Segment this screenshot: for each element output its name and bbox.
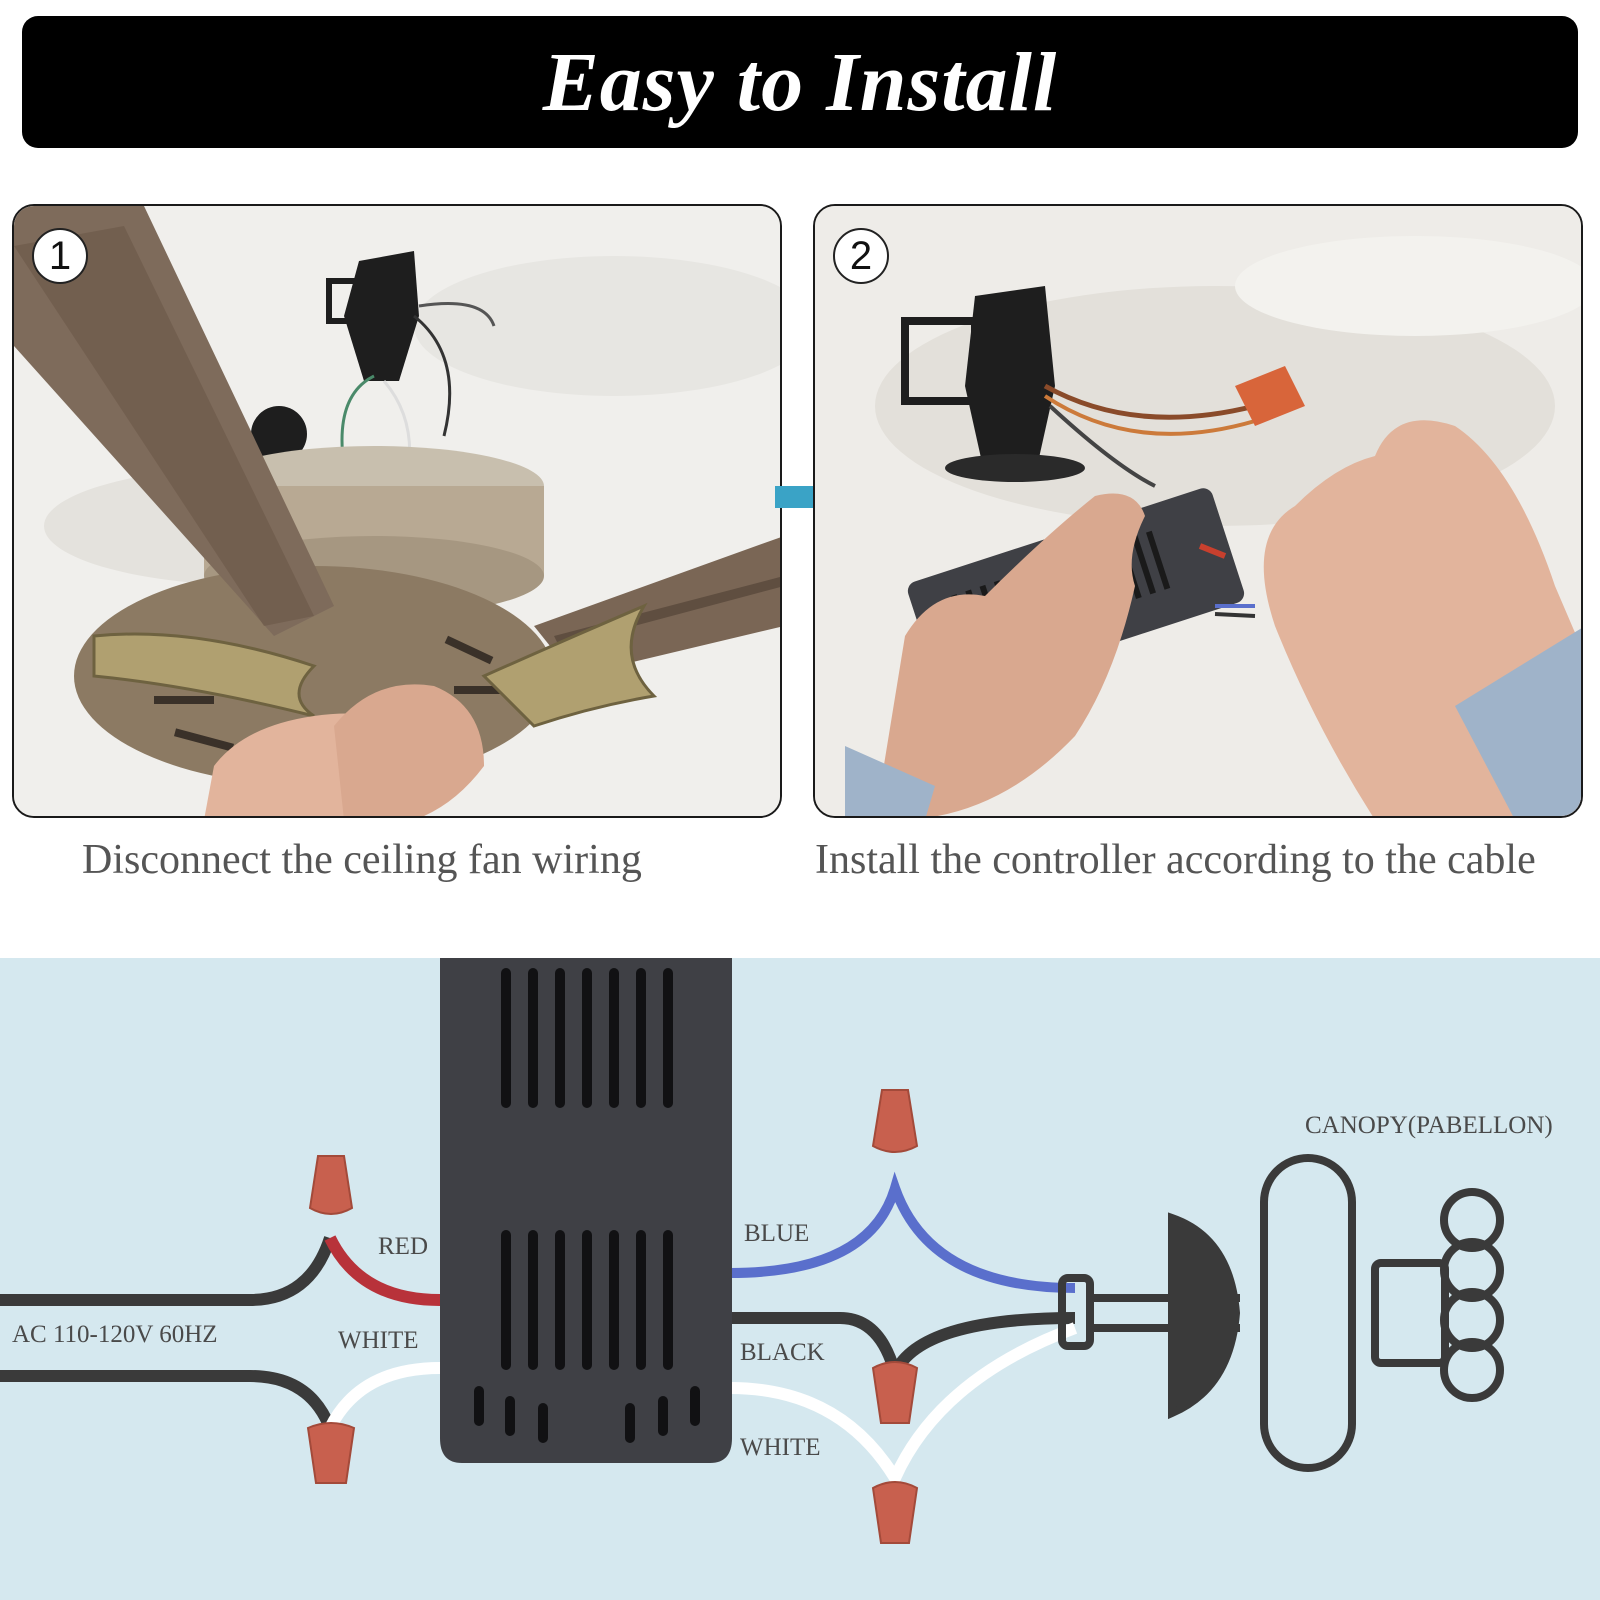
label-white-right: WHITE xyxy=(740,1434,821,1461)
controller-installation-illustration xyxy=(815,206,1581,816)
step-2-caption: Install the controller according to the … xyxy=(815,837,1536,883)
label-blue: BLUE xyxy=(744,1220,809,1247)
wire-nut-red xyxy=(308,1155,354,1215)
label-black: BLACK xyxy=(740,1339,825,1366)
wire-nut-white-right xyxy=(871,1481,919,1544)
wire-nuts xyxy=(306,1089,919,1544)
title-banner: Easy to Install xyxy=(22,16,1578,148)
input-neutral-wire xyxy=(0,1370,336,1431)
ceiling-fan-illustration xyxy=(14,206,780,816)
red-wire xyxy=(324,1235,441,1306)
blue-wire xyxy=(729,1171,1076,1293)
wire-nut-black xyxy=(871,1361,919,1424)
step-2-photo: 2 xyxy=(813,204,1583,818)
step-1-photo: 1 xyxy=(12,204,782,818)
wiring-diagram-svg: RED WHITE AC 110-120V 60HZ BLUE BLACK WH… xyxy=(0,958,1553,1544)
white-wire-right xyxy=(729,1322,1078,1491)
label-red: RED xyxy=(378,1233,428,1260)
wire-nut-blue xyxy=(871,1089,919,1153)
label-ac-input: AC 110-120V 60HZ xyxy=(12,1321,218,1348)
controller-box xyxy=(440,958,732,1463)
white-wire-left xyxy=(324,1362,441,1431)
fan-canopy-icon xyxy=(1058,1154,1504,1472)
input-black-wire xyxy=(0,1236,336,1306)
wire-nut-white-left xyxy=(306,1422,356,1484)
wiring-diagram: RED WHITE AC 110-120V 60HZ BLUE BLACK WH… xyxy=(0,958,1600,1600)
label-white-left: WHITE xyxy=(338,1327,419,1354)
step-2-badge: 2 xyxy=(833,228,889,284)
step-1-caption: Disconnect the ceiling fan wiring xyxy=(82,837,642,883)
step-1-badge: 1 xyxy=(32,228,88,284)
label-canopy: CANOPY(PABELLON) xyxy=(1305,1112,1553,1139)
page-title: Easy to Install xyxy=(542,35,1058,129)
